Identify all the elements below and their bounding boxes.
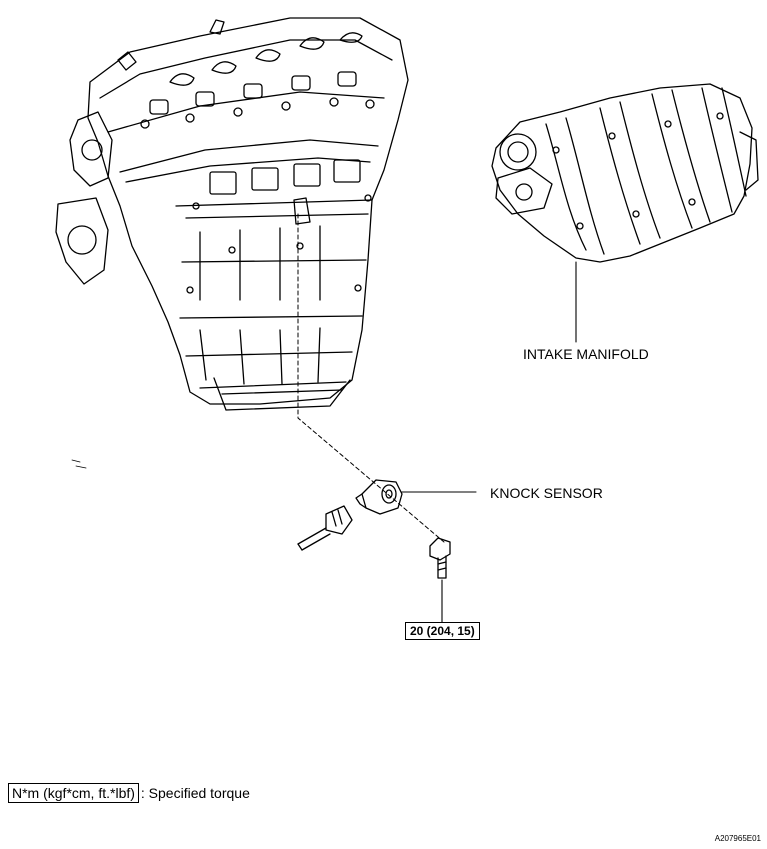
torque-legend: N*m (kgf*cm, ft.*lbf): Specified torque: [8, 783, 250, 803]
mounting-path-line: [297, 213, 445, 543]
mounting-bolt: [429, 537, 451, 579]
engine-block: [55, 17, 409, 411]
knock-sensor-label: KNOCK SENSOR: [490, 485, 603, 501]
torque-unit-box: N*m (kgf*cm, ft.*lbf): [8, 783, 139, 803]
intake-manifold-label: INTAKE MANIFOLD: [523, 346, 649, 362]
figure-code: A207965E01: [714, 834, 761, 843]
sensor-connector: [297, 505, 353, 551]
intake-manifold-part: [491, 83, 759, 263]
torque-value-box: 20 (204, 15): [405, 622, 480, 641]
torque-legend-text: : Specified torque: [140, 785, 250, 801]
knock-sensor-part: [355, 479, 403, 515]
